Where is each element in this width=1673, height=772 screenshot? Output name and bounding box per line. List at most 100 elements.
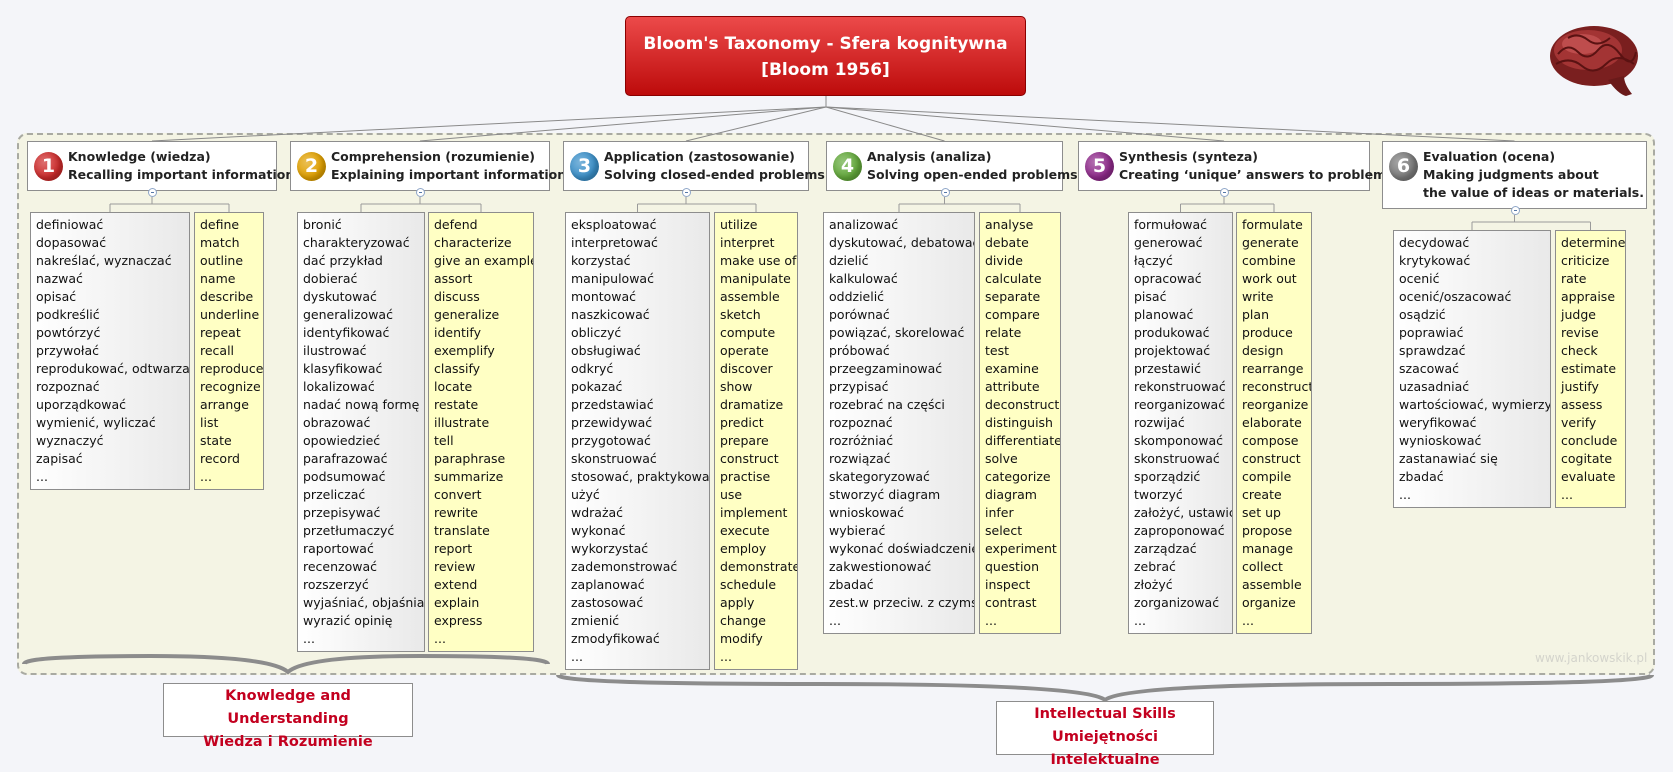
verb-item: raportować xyxy=(303,541,374,556)
verb-item: create xyxy=(1242,487,1282,502)
verb-item: rozpoznać xyxy=(829,415,893,430)
verb-item: odkryć xyxy=(571,361,614,376)
verb-item: distinguish xyxy=(985,415,1053,430)
verb-item: determine xyxy=(1561,235,1626,250)
verb-item: discuss xyxy=(434,289,480,304)
verb-item: opowiedzieć xyxy=(303,433,381,448)
fan-line xyxy=(825,106,945,142)
verb-item: contrast xyxy=(985,595,1037,610)
verb-item: interpret xyxy=(720,235,775,250)
verb-item: wykonać doświadczenie xyxy=(829,541,975,556)
verb-item: extend xyxy=(434,577,478,592)
verb-item: reconstruct xyxy=(1242,379,1312,394)
verb-item: defend xyxy=(434,217,478,232)
verb-item: nakreślać, wyznaczać xyxy=(36,253,172,268)
verb-item: write xyxy=(1242,289,1274,304)
verb-item: porównać xyxy=(829,307,890,322)
collapse-icon[interactable] xyxy=(416,188,425,197)
collapse-icon[interactable] xyxy=(1220,188,1229,197)
category-subtitle: Solving closed-ended problems xyxy=(604,167,825,182)
level-number-icon: 5 xyxy=(1085,152,1114,181)
category-subtitle: Recalling important information xyxy=(68,167,295,182)
verb-item: formulate xyxy=(1242,217,1303,232)
collapse-icon[interactable] xyxy=(940,188,950,197)
verb-item: skonstruować xyxy=(571,451,657,466)
verb-item: match xyxy=(200,235,240,250)
central-topic[interactable]: Bloom's Taxonomy - Sfera kognitywna [Blo… xyxy=(625,16,1026,96)
verb-item: exemplify xyxy=(434,343,495,358)
verb-item: parafrazować xyxy=(303,451,388,466)
verb-item: rozwijać xyxy=(1134,415,1185,430)
verb-item: osądzić xyxy=(1399,307,1446,322)
verb-item: set up xyxy=(1242,505,1281,520)
verb-item: rozszerzyć xyxy=(303,577,369,592)
verb-item: employ xyxy=(720,541,767,556)
verb-item: przewidywać xyxy=(571,415,653,430)
verb-item: dopasować xyxy=(36,235,107,250)
verb-item: nazwać xyxy=(36,271,83,286)
level-number-icon: 6 xyxy=(1389,152,1418,181)
verb-item: dyskutować, debatować xyxy=(829,235,975,250)
verb-item: skomponować xyxy=(1134,433,1224,448)
verb-item: wartościować, wymierzyć xyxy=(1399,397,1551,412)
verb-item: rozebrać na części xyxy=(829,397,945,412)
verb-item: relate xyxy=(985,325,1022,340)
verb-item: weryfikować xyxy=(1399,415,1477,430)
verb-item: naszkicować xyxy=(571,307,650,322)
collapse-icon[interactable] xyxy=(1510,206,1520,215)
verb-item: illustrate xyxy=(434,415,490,430)
collapse-icon[interactable] xyxy=(148,188,157,197)
verb-item: classify xyxy=(434,361,481,376)
verb-item: dobierać xyxy=(303,271,358,286)
category-title: Analysis (analiza) xyxy=(867,149,992,164)
verb-item: work out xyxy=(1242,271,1297,286)
verb-item: compute xyxy=(720,325,776,340)
verb-item: describe xyxy=(200,289,254,304)
verb-item: test xyxy=(985,343,1010,358)
verb-item: lokalizować xyxy=(303,379,375,394)
verb-item: rate xyxy=(1561,271,1587,286)
verb-item: generalize xyxy=(434,307,500,322)
verb-item: przepisywać xyxy=(303,505,381,520)
group-label-line-1: Intellectual Skills xyxy=(1034,706,1176,722)
verb-item: show xyxy=(720,379,753,394)
intellectual-skills-label[interactable]: Intellectual Skills Umiejętności Intelek… xyxy=(996,701,1214,768)
collapse-icon[interactable] xyxy=(682,188,691,197)
verb-item: uzasadniać xyxy=(1399,379,1470,394)
verb-item: zmodyfikować xyxy=(571,631,660,646)
verb-item: revise xyxy=(1561,325,1599,340)
category-title: Knowledge (wiedza) xyxy=(68,149,211,164)
verb-item: reproduce xyxy=(200,361,264,376)
verb-item: pokazać xyxy=(571,379,623,394)
category-subtitle-2: the value of ideas or materials. xyxy=(1423,185,1644,200)
verb-item: report xyxy=(434,541,473,556)
verb-item: characterize xyxy=(434,235,512,250)
verb-item: kalkulować xyxy=(829,271,898,286)
knowledge-understanding-label[interactable]: Knowledge and Understanding Wiedza i Roz… xyxy=(163,683,413,750)
verb-item: question xyxy=(985,559,1040,574)
verb-item: skategoryzować xyxy=(829,469,930,484)
verb-item: analizować xyxy=(829,217,899,232)
verb-item: apply xyxy=(720,595,755,610)
fan-line xyxy=(825,106,1515,142)
verb-item: convert xyxy=(434,487,482,502)
verb-item: evaluate xyxy=(1561,469,1616,484)
verb-item: summarize xyxy=(434,469,504,484)
verb-item: arrange xyxy=(200,397,249,412)
category-title: Evaluation (ocena) xyxy=(1423,149,1556,164)
verb-item: przestawić xyxy=(1134,361,1201,376)
verb-item: combine xyxy=(1242,253,1296,268)
group-label-line-1: Knowledge and Understanding xyxy=(225,688,351,727)
verb-item: zastosować xyxy=(571,595,644,610)
verb-item: stosować, praktykować xyxy=(571,469,710,484)
verb-item: generate xyxy=(1242,235,1299,250)
verb-item: zmienić xyxy=(571,613,620,628)
